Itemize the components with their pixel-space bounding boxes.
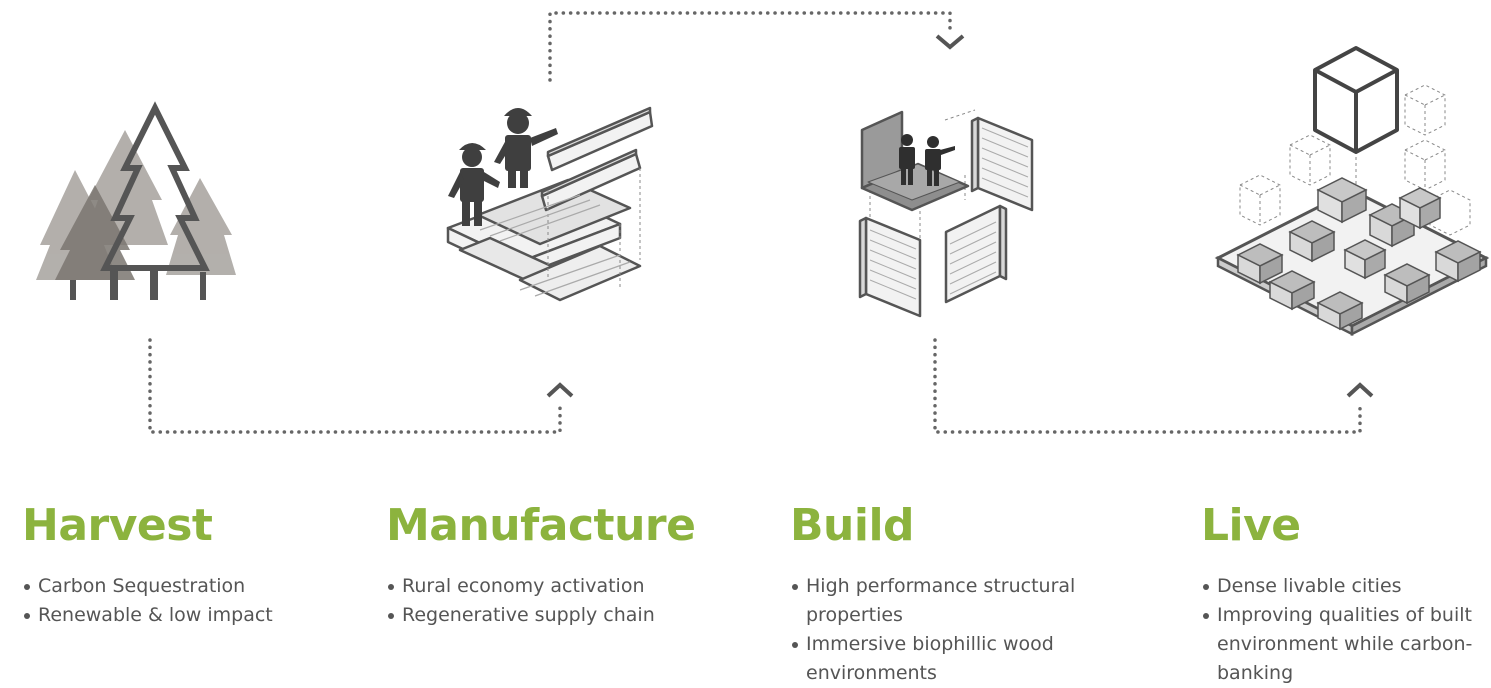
- arrow-down-icon: [935, 34, 965, 50]
- arrow-up-icon: [546, 382, 574, 398]
- manufacture-workers-icon: [446, 106, 654, 302]
- stage-title: Manufacture: [386, 500, 696, 551]
- bullet-item: Rural economy activation: [386, 572, 695, 601]
- stage-bullet-list: Dense livable cities Improving qualities…: [1201, 572, 1491, 688]
- connector-harvest-to-manufacture: [148, 338, 562, 434]
- stage-harvest: Harvest Carbon Sequestration Renewable &…: [22, 500, 273, 630]
- bullet-item: Improving qualities of built environment…: [1201, 601, 1491, 688]
- clt-panel-assembly-icon: [858, 109, 1034, 318]
- city-blocks-icon: [1214, 46, 1490, 337]
- stage-title: Live: [1201, 500, 1301, 551]
- bullet-item: Regenerative supply chain: [386, 601, 695, 630]
- bullet-item: Dense livable cities: [1201, 572, 1491, 601]
- forest-icon: [36, 101, 236, 300]
- stage-bullet-list: High performance structural properties I…: [790, 572, 1130, 688]
- stage-title: Build: [790, 500, 915, 551]
- stage-build: Build High performance structural proper…: [790, 500, 1130, 688]
- stage-title: Harvest: [22, 500, 213, 551]
- stage-bullet-list: Rural economy activation Regenerative su…: [386, 572, 695, 630]
- connector-manufacture-to-build: [548, 11, 952, 82]
- process-flow-diagram: [36, 11, 1490, 434]
- bullet-item: Carbon Sequestration: [22, 572, 273, 601]
- bullet-item: Immersive biophillic wood environments: [790, 630, 1130, 688]
- connector-build-to-live: [933, 338, 1362, 434]
- stage-manufacture: Manufacture Rural economy activation Reg…: [386, 500, 696, 630]
- bullet-item: High performance structural properties: [790, 572, 1130, 630]
- arrow-up-icon: [1346, 382, 1374, 398]
- bullet-item: Renewable & low impact: [22, 601, 273, 630]
- stage-bullet-list: Carbon Sequestration Renewable & low imp…: [22, 572, 273, 630]
- stage-live: Live Dense livable cities Improving qual…: [1201, 500, 1491, 688]
